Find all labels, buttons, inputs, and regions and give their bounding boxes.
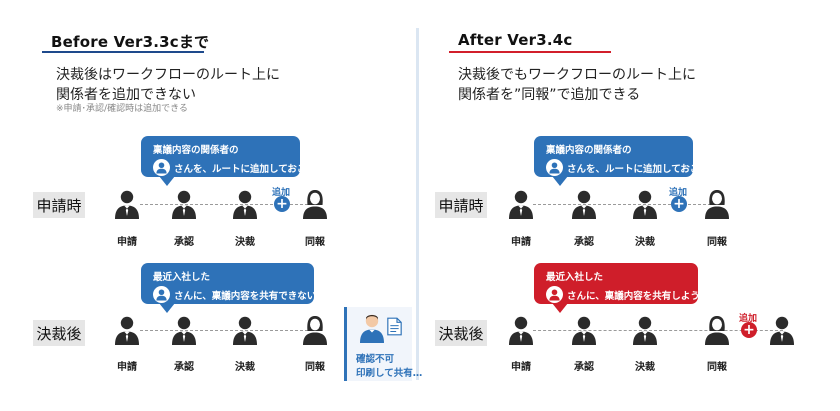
before-note: ※申請･承認/確認時は追加できる — [56, 104, 188, 114]
before-row2-label: 決裁後 — [33, 320, 85, 346]
businessman-icon — [508, 315, 534, 345]
step-label-approve: 承認 — [574, 237, 594, 248]
avatar-icon — [153, 159, 170, 176]
step-label-apply: 申請 — [511, 237, 531, 248]
bubble-tail — [552, 176, 568, 186]
panel-divider — [416, 28, 419, 380]
step-label-approve: 承認 — [174, 362, 194, 373]
before-title-underline — [42, 51, 204, 53]
after-row1-label: 申請時 — [435, 192, 487, 218]
businessman-icon — [114, 189, 140, 219]
businessman-icon — [171, 315, 197, 345]
bubble-line-1: 稟議内容の関係者の — [546, 145, 632, 156]
businessman-icon — [232, 189, 258, 219]
before-title: Before Ver3.3cまで — [51, 33, 210, 51]
after-panel: After Ver3.4c 決裁後でもワークフローのルート上に 関係者を”同報”… — [425, 0, 840, 411]
step-label-notify: 同報 — [305, 237, 325, 248]
bubble-line-1: 最近入社した — [546, 272, 604, 283]
after-title: After Ver3.4c — [458, 31, 573, 49]
add-label: 追加 — [739, 314, 758, 324]
plus-icon: + — [274, 196, 290, 212]
after-row2-label: 決裁後 — [435, 320, 487, 346]
bubble-line-1: 最近入社した — [153, 272, 211, 283]
avatar-icon — [546, 286, 563, 303]
before-desc-line-2: 関係者を追加できない — [56, 87, 196, 103]
step-label-decide: 決裁 — [635, 362, 655, 373]
after-row1-speech-bubble: 稟議内容の関係者の さんを、ルートに追加しておこう。 — [534, 136, 718, 186]
businessman-icon — [571, 189, 597, 219]
step-label-approve: 承認 — [574, 362, 594, 373]
add-label: 追加 — [272, 188, 291, 198]
bubble-line-2: さんに、稟議内容を共有できない… — [174, 290, 326, 302]
businessman-icon — [114, 315, 140, 345]
step-label-apply: 申請 — [117, 237, 137, 248]
bubble-tail — [552, 303, 568, 313]
before-desc-line-1: 決裁後はワークフローのルート上に — [56, 67, 280, 83]
businessman-icon — [632, 189, 658, 219]
before-row2-speech-bubble: 最近入社した さんに、稟議内容を共有できない… — [141, 263, 326, 313]
plus-icon: + — [671, 196, 687, 212]
add-label: 追加 — [669, 188, 688, 198]
step-label-apply: 申請 — [117, 362, 137, 373]
bubble-line-2: さんに、稟議内容を共有しよう。 — [567, 290, 709, 302]
businessman-icon — [571, 315, 597, 345]
after-row2-speech-bubble: 最近入社した さんに、稟議内容を共有しよう。 — [534, 263, 709, 313]
step-label-notify: 同報 — [305, 362, 325, 373]
bubble-tail — [159, 176, 175, 186]
avatar-icon — [153, 286, 170, 303]
before-row2-flow-line — [140, 330, 308, 331]
step-label-notify: 同報 — [707, 237, 727, 248]
side-text-line-2: 印刷して共有… — [356, 368, 423, 379]
after-description: 決裁後でもワークフローのルート上に 関係者を”同報”で追加できる — [458, 65, 696, 105]
businesswoman-icon — [704, 189, 730, 219]
plus-icon: + — [741, 322, 757, 338]
after-desc-line-1: 決裁後でもワークフローのルート上に — [458, 67, 696, 83]
after-title-underline — [449, 51, 611, 53]
businessman-icon — [769, 315, 795, 345]
businessman-icon — [359, 313, 385, 343]
businessman-icon — [232, 315, 258, 345]
after-row2-flow-line — [533, 330, 783, 331]
step-label-decide: 決裁 — [235, 362, 255, 373]
document-icon — [387, 317, 402, 336]
bubble-line-2: さんを、ルートに追加しておこう。 — [174, 163, 325, 175]
bubble-line-1: 稟議内容の関係者の — [153, 145, 239, 156]
businessman-icon — [508, 189, 534, 219]
excluded-person-box: 確認不可 印刷して共有… — [344, 307, 422, 381]
avatar-icon — [546, 159, 563, 176]
before-panel: Before Ver3.3cまで 決裁後はワークフローのルート上に 関係者を追加… — [0, 0, 422, 411]
businessman-icon — [632, 315, 658, 345]
before-row1-flow-line — [140, 204, 308, 205]
before-row1-speech-bubble: 稟議内容の関係者の さんを、ルートに追加しておこう。 — [141, 136, 325, 186]
businesswoman-icon — [302, 189, 328, 219]
bubble-tail — [159, 303, 175, 313]
businessman-icon — [171, 189, 197, 219]
after-desc-line-2: 関係者を”同報”で追加できる — [458, 87, 641, 103]
businesswoman-icon — [704, 315, 730, 345]
bubble-line-2: さんを、ルートに追加しておこう。 — [567, 163, 718, 175]
step-label-decide: 決裁 — [235, 237, 255, 248]
step-label-notify: 同報 — [707, 362, 727, 373]
step-label-apply: 申請 — [511, 362, 531, 373]
after-row1-flow-line — [533, 204, 711, 205]
side-text-line-1: 確認不可 — [356, 354, 395, 365]
step-label-decide: 決裁 — [635, 237, 655, 248]
businesswoman-icon — [302, 315, 328, 345]
before-row1-label: 申請時 — [33, 192, 85, 218]
step-label-approve: 承認 — [174, 237, 194, 248]
before-description: 決裁後はワークフローのルート上に 関係者を追加できない — [56, 65, 280, 105]
